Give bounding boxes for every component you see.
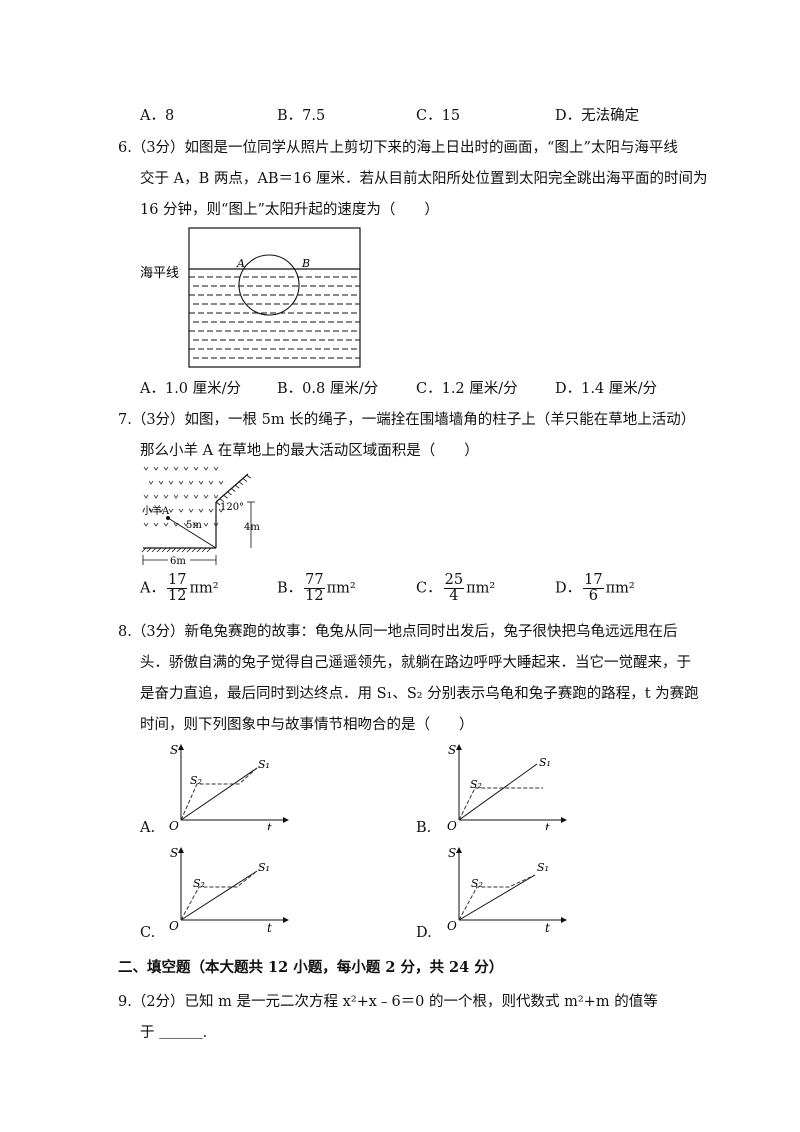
- q6-sea-label: 海平线: [140, 266, 179, 281]
- q8-graph-b: S t O S₁ S₂: [447, 743, 567, 830]
- q6-text-line2: 交于 A，B 两点，AB＝16 厘米．若从目前太阳所处位置到太阳完全跳出海平面的…: [140, 171, 708, 187]
- q6-option-b: B．0.8 厘米/分: [277, 381, 379, 397]
- q5-option-d: D．无法确定: [555, 108, 640, 124]
- svg-text:S₂: S₂: [470, 778, 482, 791]
- q6-text-line1: 6.（3分）如图是一位同学从照片上剪切下来的海上日出时的画面，“图上”太阳与海平…: [118, 140, 678, 156]
- svg-text:t: t: [545, 821, 550, 830]
- q8-text-line3: 是奋力直追，最后同时到达终点．用 S₁、S₂ 分别表示乌龟和兔子赛跑的路程，t …: [140, 686, 699, 702]
- q6-text-line3: 16 分钟，则“图上”太阳升起的速度为（ ）: [140, 202, 439, 218]
- q8-graph-a: S t O S₁ S₂: [169, 743, 289, 830]
- q8-option-b: B.: [416, 820, 432, 836]
- svg-text:S₁: S₁: [539, 756, 551, 769]
- q6-option-c: C．1.2 厘米/分: [416, 381, 518, 397]
- q8-text-line4: 时间，则下列图象中与故事情节相吻合的是（ ）: [140, 717, 474, 733]
- svg-text:S₂: S₂: [471, 877, 483, 890]
- svg-text:O: O: [447, 919, 457, 933]
- q7-sheep-figure: 小羊A 5m 120° 4m 6m: [141, 466, 260, 567]
- svg-text:t: t: [545, 921, 550, 935]
- section-title: 二、填空题（本大题共 12 小题，每小题 2 分，共 24 分）: [118, 959, 504, 976]
- q5-option-a: A．8: [140, 108, 175, 124]
- svg-text:S: S: [448, 846, 456, 860]
- svg-text:S: S: [448, 743, 456, 757]
- q7-text-line2: 那么小羊 A 在草地上的最大活动区域面积是（ ）: [140, 443, 479, 459]
- q8-graph-d: S t O S₁ S₂: [447, 846, 567, 935]
- q6-label-a: A: [236, 257, 245, 270]
- q9-text-line1: 9.（2分）已知 m 是一元二次方程 x²+x﹣6＝0 的一个根，则代数式 m²…: [118, 994, 658, 1010]
- svg-text:t: t: [267, 921, 272, 935]
- svg-text:S: S: [170, 743, 178, 757]
- q6-sunrise-figure: 海平线 A B: [140, 227, 361, 368]
- q8-option-c: C.: [140, 925, 156, 941]
- q7-width-label: 6m: [170, 556, 186, 567]
- svg-text:S: S: [170, 846, 178, 860]
- q7-text-line1: 7.（3分）如图，一根 5m 长的绳子，一端拴在围墙墙角的柱子上（羊只能在草地上…: [118, 412, 696, 428]
- svg-text:S₂: S₂: [190, 774, 202, 787]
- q8-text-line2: 头．骄傲自满的兔子觉得自己遥遥领先，就躺在路边呼呼大睡起来．当它一觉醒来，于: [140, 655, 691, 671]
- svg-text:S₁: S₁: [258, 861, 270, 874]
- svg-text:S₂: S₂: [193, 877, 205, 890]
- q6-label-b: B: [301, 257, 310, 270]
- q5-option-b: B．7.5: [277, 108, 326, 124]
- svg-text:O: O: [447, 819, 457, 830]
- svg-text:S₁: S₁: [258, 758, 270, 771]
- q5-option-c: C．15: [416, 108, 461, 124]
- q8-option-d: D.: [416, 925, 432, 941]
- q7-height-label: 4m: [244, 522, 260, 533]
- q9-text-line2: 于 ＿＿＿.: [140, 1025, 208, 1041]
- svg-text:O: O: [169, 919, 179, 933]
- q6-option-d: D．1.4 厘米/分: [555, 381, 658, 397]
- q7-angle-label: 120°: [220, 502, 244, 513]
- svg-text:t: t: [267, 821, 272, 830]
- q7-sheep-label: 小羊A: [142, 504, 170, 517]
- svg-text:S₁: S₁: [537, 861, 549, 874]
- q8-option-a: A.: [140, 820, 156, 836]
- q8-text-line1: 8.（3分）新龟兔赛跑的故事：龟兔从同一地点同时出发后，兔子很快把乌龟远远甩在后: [118, 624, 678, 640]
- svg-text:O: O: [169, 819, 179, 830]
- q7-rope-label: 5m: [186, 520, 202, 531]
- q6-option-a: A．1.0 厘米/分: [140, 381, 242, 397]
- q8-graph-c: S t O S₁ S₂: [169, 846, 289, 935]
